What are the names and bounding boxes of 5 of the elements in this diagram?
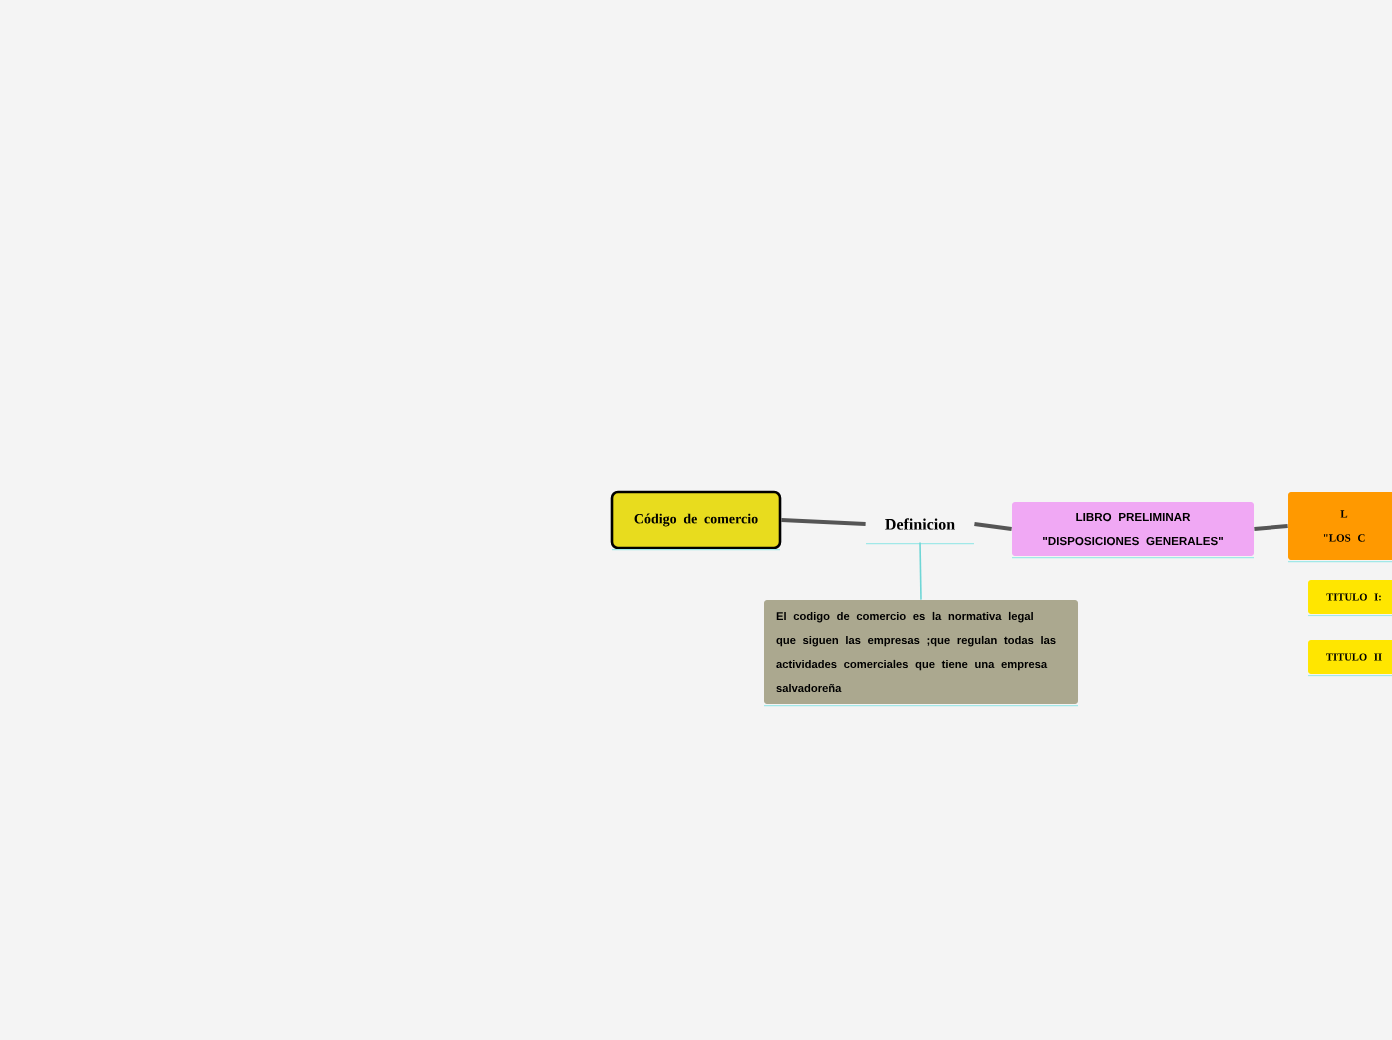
connector-line <box>919 541 922 601</box>
topic-label: Definicion <box>885 518 955 530</box>
connector-line <box>974 522 1012 531</box>
connector-line <box>1254 524 1288 531</box>
connector-line <box>781 518 866 526</box>
